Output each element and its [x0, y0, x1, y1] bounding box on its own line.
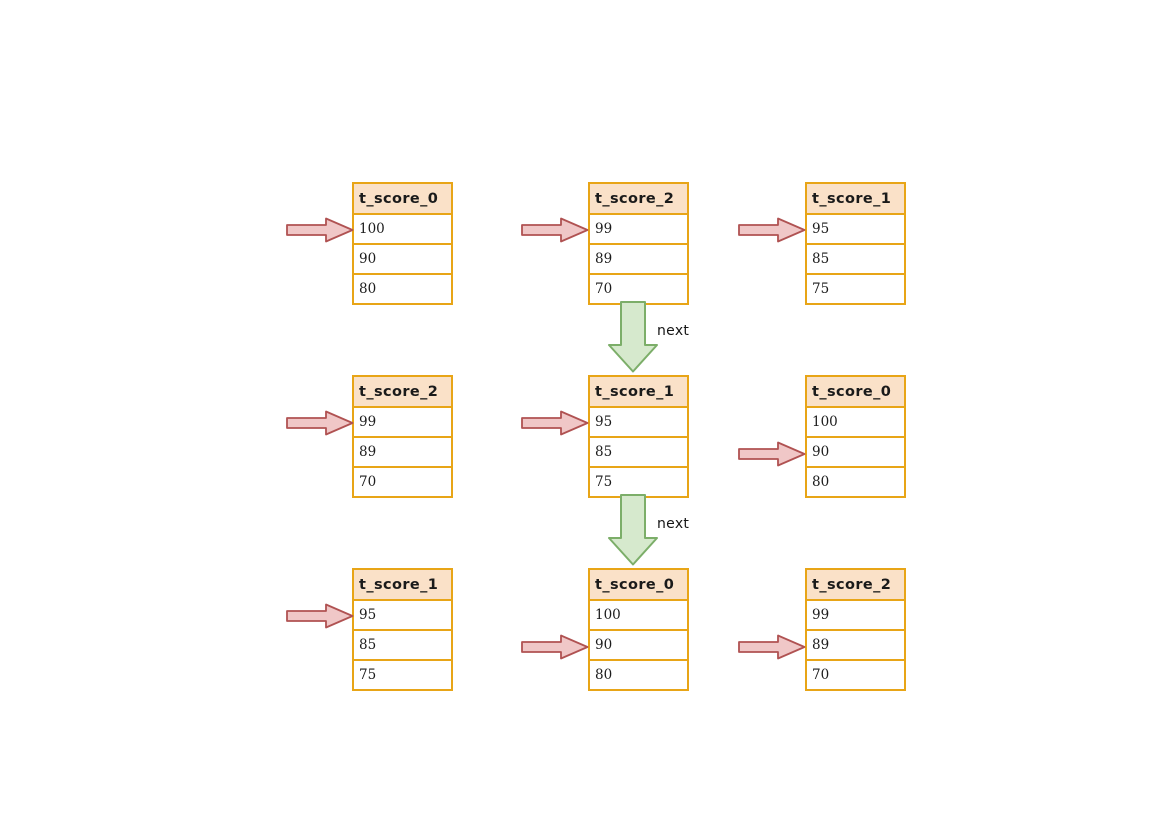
table-r0c2: t_score_1 95 85 75 — [805, 182, 906, 305]
pointer-arrow-r1c1 — [521, 410, 589, 436]
table-row: 99 — [805, 601, 906, 631]
table-row: 89 — [352, 438, 453, 468]
table-title: t_score_1 — [805, 182, 906, 215]
next-arrow-1-label: next — [657, 323, 690, 339]
pointer-arrow-r2c2 — [738, 634, 806, 660]
table-row: 99 — [588, 215, 689, 245]
table-row: 90 — [352, 245, 453, 275]
table-row: 70 — [352, 468, 453, 498]
table-row: 75 — [805, 275, 906, 305]
table-row: 99 — [352, 408, 453, 438]
table-row: 95 — [805, 215, 906, 245]
table-title: t_score_2 — [588, 182, 689, 215]
table-row: 90 — [588, 631, 689, 661]
table-r2c0: t_score_1 95 85 75 — [352, 568, 453, 691]
table-r1c1: t_score_1 95 85 75 — [588, 375, 689, 498]
pointer-arrow-r2c1 — [521, 634, 589, 660]
table-r0c0: t_score_0 100 90 80 — [352, 182, 453, 305]
table-row: 80 — [588, 661, 689, 691]
table-title: t_score_2 — [805, 568, 906, 601]
table-row: 89 — [805, 631, 906, 661]
table-row: 89 — [588, 245, 689, 275]
table-row: 70 — [805, 661, 906, 691]
next-arrow-2-label: next — [657, 516, 690, 532]
table-title: t_score_1 — [352, 568, 453, 601]
table-row: 70 — [588, 275, 689, 305]
table-r1c2: t_score_0 100 90 80 — [805, 375, 906, 498]
table-row: 95 — [352, 601, 453, 631]
pointer-arrow-r1c2 — [738, 441, 806, 467]
next-arrow-1 — [607, 301, 659, 373]
table-r2c2: t_score_2 99 89 70 — [805, 568, 906, 691]
table-title: t_score_0 — [352, 182, 453, 215]
table-title: t_score_0 — [588, 568, 689, 601]
next-arrow-2 — [607, 494, 659, 566]
table-row: 75 — [352, 661, 453, 691]
table-row: 95 — [588, 408, 689, 438]
pointer-arrow-r0c0 — [286, 217, 354, 243]
table-row: 100 — [805, 408, 906, 438]
table-r0c1: t_score_2 99 89 70 — [588, 182, 689, 305]
table-row: 90 — [805, 438, 906, 468]
pointer-arrow-r1c0 — [286, 410, 354, 436]
table-title: t_score_1 — [588, 375, 689, 408]
table-row: 85 — [588, 438, 689, 468]
table-row: 80 — [805, 468, 906, 498]
table-row: 85 — [352, 631, 453, 661]
table-row: 80 — [352, 275, 453, 305]
pointer-arrow-r0c1 — [521, 217, 589, 243]
pointer-arrow-r0c2 — [738, 217, 806, 243]
table-r2c1: t_score_0 100 90 80 — [588, 568, 689, 691]
table-row: 100 — [352, 215, 453, 245]
table-row: 85 — [805, 245, 906, 275]
table-title: t_score_2 — [352, 375, 453, 408]
table-r1c0: t_score_2 99 89 70 — [352, 375, 453, 498]
table-title: t_score_0 — [805, 375, 906, 408]
table-row: 100 — [588, 601, 689, 631]
pointer-arrow-r2c0 — [286, 603, 354, 629]
